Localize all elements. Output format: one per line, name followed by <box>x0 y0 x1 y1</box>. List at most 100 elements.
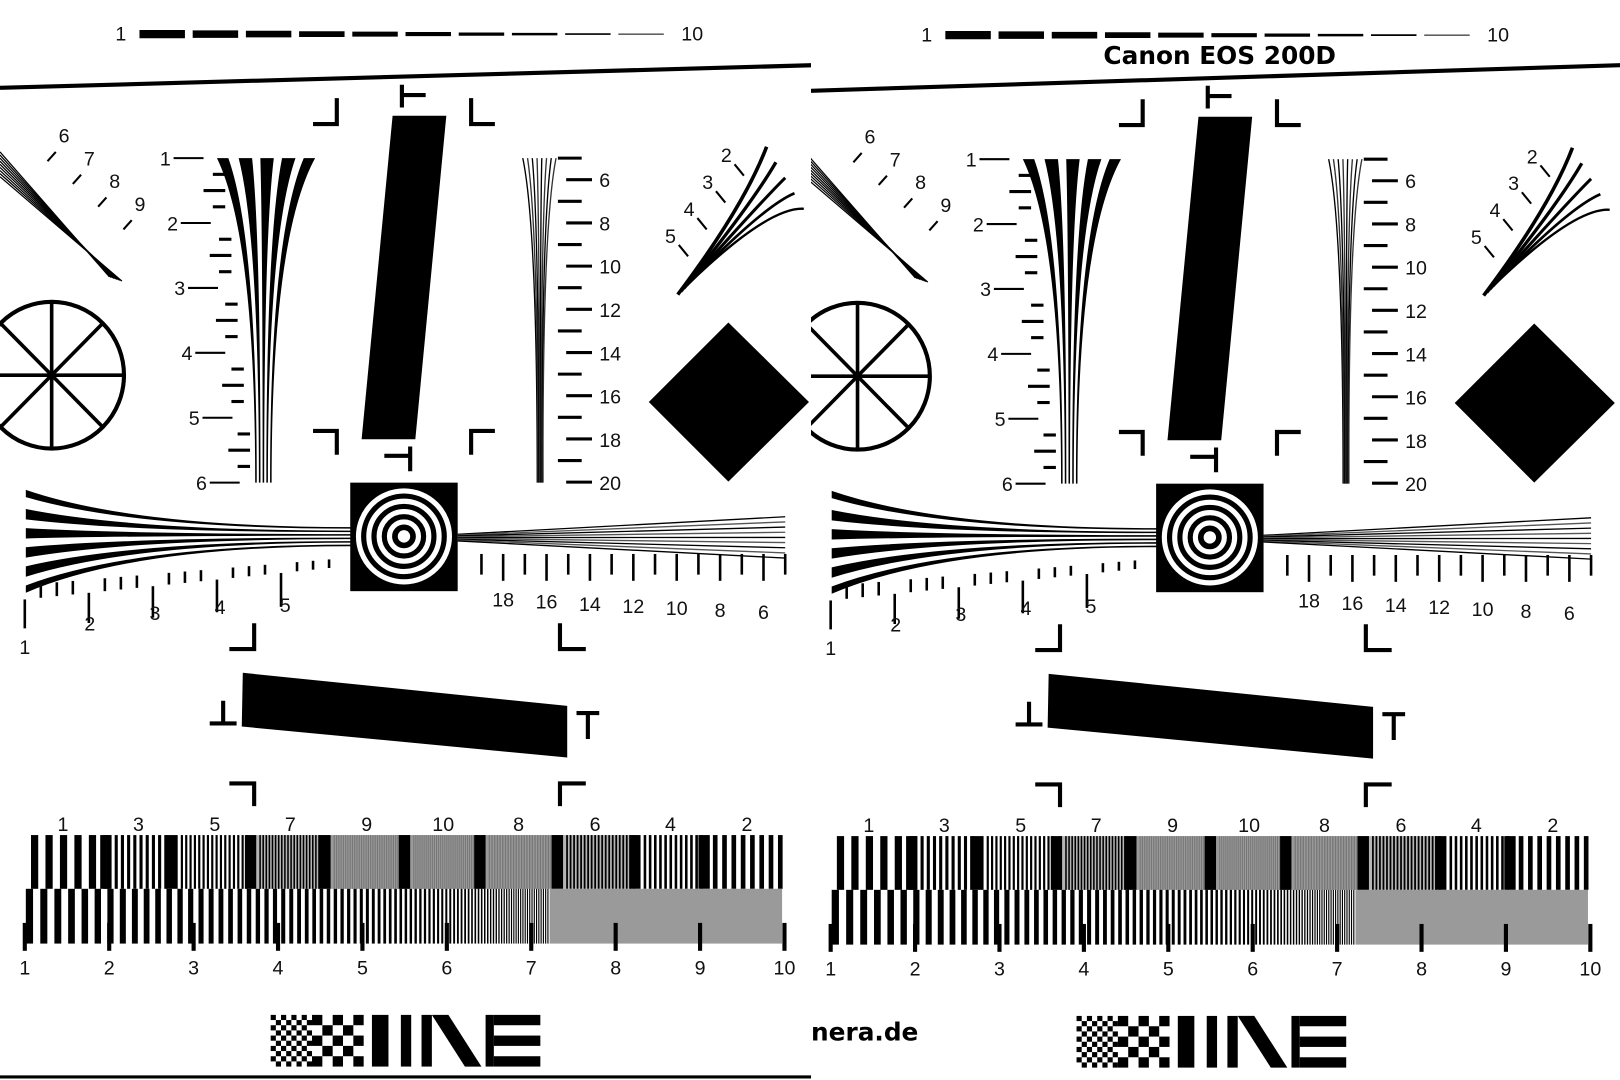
bar-group-line <box>466 835 469 889</box>
right-vertical-scale-label: 14 <box>1405 344 1427 366</box>
logo-bar <box>421 1014 432 1067</box>
bar-group-line <box>440 835 442 889</box>
watermark-text: nera.de <box>811 1018 918 1047</box>
bar-group-line <box>1334 836 1337 890</box>
left-vertical-scale-label: 6 <box>196 473 207 495</box>
logo-checker <box>1112 1062 1118 1068</box>
bar-group-line <box>1258 836 1260 890</box>
thin-converging-line <box>1337 159 1346 484</box>
bar-group-label: 3 <box>133 814 144 836</box>
bottom-scale-label: 5 <box>357 958 368 980</box>
bar-group-label: 8 <box>513 814 524 836</box>
frequency-line <box>538 888 540 944</box>
frequency-line <box>218 888 224 944</box>
bar-group-line <box>198 835 201 889</box>
logo-checker <box>1081 1041 1087 1047</box>
bar-group-line <box>1332 836 1334 890</box>
logo-checker <box>270 1056 276 1062</box>
corner-mark <box>1035 624 1063 653</box>
frequency-line <box>1146 889 1150 945</box>
frequency-line <box>531 888 533 944</box>
logo-checker <box>1112 1021 1118 1027</box>
bar-group-line <box>1047 836 1050 890</box>
logo-checker <box>1148 1026 1160 1037</box>
frequency-line <box>1337 889 1339 945</box>
bar-group-label: 2 <box>1547 815 1558 837</box>
bar-group-line <box>1342 836 1345 890</box>
fan-tick <box>1539 164 1551 178</box>
frequency-line <box>495 888 497 944</box>
thin-converging-line <box>1327 159 1344 484</box>
horizontal-converging-bar <box>25 489 352 529</box>
bottom-scale-label: 8 <box>1416 959 1427 981</box>
logo-diagonal <box>431 1014 482 1067</box>
frequency-line <box>365 888 369 944</box>
vertical-slanted-bar <box>361 115 447 440</box>
frequency-line <box>377 888 381 944</box>
frequency-line <box>925 889 932 945</box>
bar-group-line <box>1528 836 1533 890</box>
frequency-line <box>445 888 448 944</box>
bar-group-line <box>1239 836 1241 890</box>
logo-checker <box>291 1025 297 1031</box>
bar-group-line <box>528 835 531 889</box>
bar-group-line <box>415 835 417 889</box>
bar-group-line <box>433 835 435 889</box>
bar-group-line <box>370 835 372 889</box>
logo-checker <box>312 1035 323 1046</box>
bar-group-line <box>1175 836 1178 890</box>
right-vertical-scale-label: 16 <box>599 387 621 409</box>
bar-group-separator <box>474 835 486 889</box>
frequency-line <box>500 888 503 944</box>
thin-converging-line <box>542 157 557 483</box>
bar-group-line <box>351 835 354 889</box>
logo-checker <box>332 1014 344 1026</box>
bar-group-line <box>1254 836 1256 890</box>
bar-group-line <box>836 836 845 890</box>
frequency-line <box>1052 889 1058 945</box>
horizontal-thin-line <box>457 531 786 538</box>
bar-group-line <box>679 835 683 889</box>
bar-group-line <box>1017 836 1020 890</box>
logo-checker <box>296 1030 302 1036</box>
bar-group-line <box>507 835 509 889</box>
bar-group-line <box>722 835 727 889</box>
bar-group-line <box>1173 836 1175 890</box>
bar-group-line <box>1276 836 1279 890</box>
t-mark <box>209 700 237 726</box>
fan-line <box>811 181 929 283</box>
corner-mark <box>1274 99 1301 128</box>
fan-tick <box>903 197 914 209</box>
bottom-scale-label: 5 <box>1163 959 1174 981</box>
bar-group-line <box>932 836 937 890</box>
bar-group-line <box>542 835 544 889</box>
bar-group-line <box>1114 836 1117 890</box>
corner-mark <box>1035 782 1063 808</box>
thin-converging-line <box>1345 159 1349 484</box>
bar-group-line <box>920 836 924 890</box>
bar-group-line <box>1102 836 1104 890</box>
horizontal-thin-line <box>457 521 786 536</box>
fan-top-left-label: 8 <box>915 172 926 194</box>
logo-checker <box>1159 1015 1170 1027</box>
bar-group-line <box>1307 836 1310 890</box>
right-vertical-scale-label: 8 <box>1405 214 1416 236</box>
logo-checker <box>301 1045 307 1052</box>
logo-checker <box>1092 1062 1098 1068</box>
bar-group-line <box>643 835 647 889</box>
frequency-line <box>304 888 309 944</box>
right-vertical-scale-label: 14 <box>599 343 621 365</box>
bar-group-line <box>1225 836 1227 890</box>
right-vertical-scale-label: 8 <box>599 213 610 235</box>
bar-group-line <box>1356 836 1358 890</box>
frequency-line <box>1078 889 1083 945</box>
fan-tick <box>733 163 745 177</box>
horizontal-right-scale-label: 6 <box>758 602 769 624</box>
frequency-line <box>1316 889 1318 945</box>
logo-checker <box>286 1040 292 1046</box>
bar-group-separator <box>1357 836 1369 890</box>
horizontal-left-scale-label: 4 <box>215 597 226 619</box>
logo-checker <box>286 1030 292 1036</box>
logo-checker <box>296 1020 302 1026</box>
logo-checker <box>270 1035 276 1041</box>
